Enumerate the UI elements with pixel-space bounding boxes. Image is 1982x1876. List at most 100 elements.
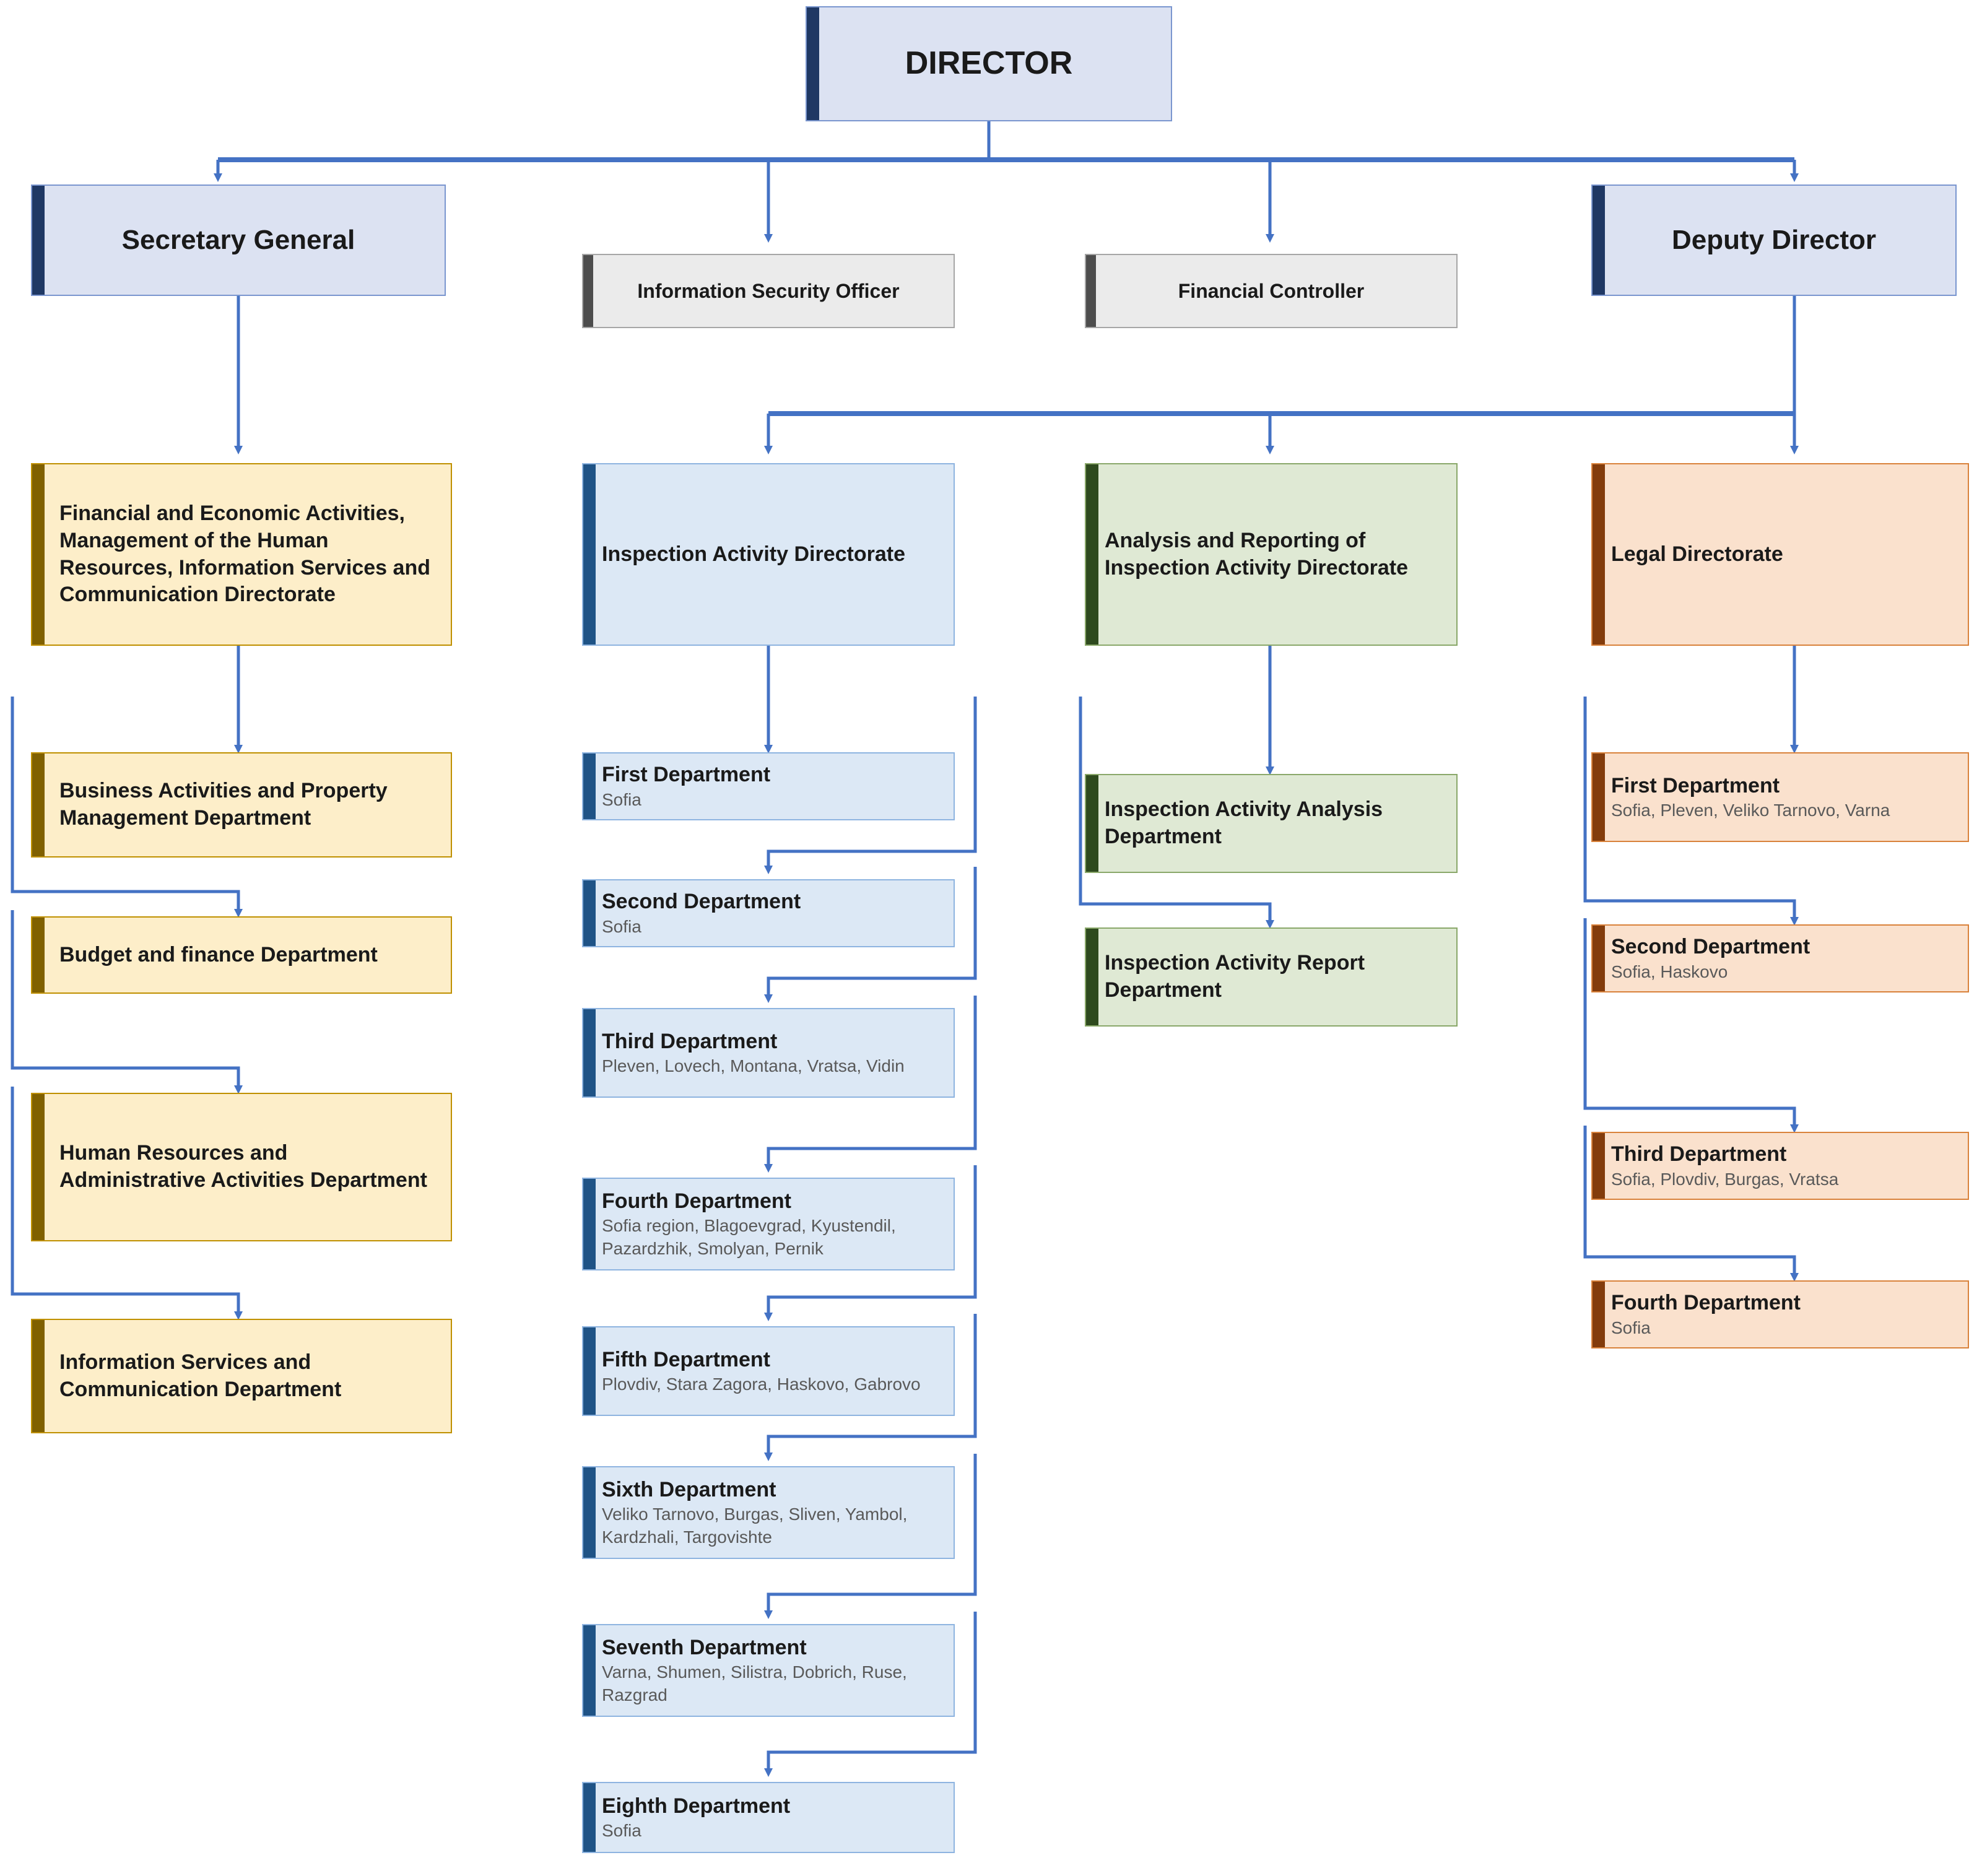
accent-bar-information-security-officer: [583, 255, 593, 327]
accent-bar-blue-dept-3: [583, 1009, 596, 1097]
blue-dept-7-cities: Varna, Shumen, Silistra, Dobrich, Ruse, …: [602, 1662, 907, 1704]
blue-dept-7-label: Seventh Department: [602, 1635, 807, 1659]
blue-dept-6-label: Sixth Department: [602, 1477, 776, 1501]
node-blue-dept-2[interactable]: Second Department Sofia: [582, 879, 955, 947]
orange-dept-2-cities: Sofia, Haskovo: [1611, 962, 1728, 981]
node-yellow-dept-1[interactable]: Business Activities and Property Managem…: [31, 752, 452, 858]
accent-bar-blue-directorate: [583, 464, 596, 645]
orange-dept-4-text: Fourth Department Sofia: [1611, 1290, 1801, 1339]
blue-dept-1-label: First Department: [602, 763, 771, 787]
node-orange-dept-4[interactable]: Fourth Department Sofia: [1591, 1280, 1969, 1348]
node-orange-dept-1[interactable]: First Department Sofia, Pleven, Veliko T…: [1591, 752, 1969, 842]
orange-dept-3-cities: Sofia, Plovdiv, Burgas, Vratsa: [1611, 1169, 1839, 1189]
director-label: DIRECTOR: [905, 45, 1073, 82]
green-dept-2-label: Inspection Activity Report Department: [1105, 951, 1365, 1002]
node-orange-directorate[interactable]: Legal Directorate: [1591, 463, 1969, 646]
orange-directorate-label: Legal Directorate: [1611, 542, 1783, 566]
accent-bar-blue-dept-1: [583, 753, 596, 819]
blue-dept-8-cities: Sofia: [602, 1821, 641, 1841]
blue-dept-8-text: Eighth Department Sofia: [602, 1793, 790, 1843]
blue-dept-1-cities: Sofia: [602, 789, 641, 809]
node-blue-dept-6[interactable]: Sixth Department Veliko Tarnovo, Burgas,…: [582, 1466, 955, 1559]
accent-bar-blue-dept-6: [583, 1467, 596, 1558]
deputy-director-label: Deputy Director: [1671, 225, 1877, 255]
blue-dept-5-label: Fifth Department: [602, 1347, 770, 1371]
blue-dept-2-cities: Sofia: [602, 916, 641, 936]
accent-bar-yellow-dept-3: [32, 1094, 45, 1240]
accent-bar-blue-dept-8: [583, 1783, 596, 1852]
yellow-dept-4-label: Information Services and Communication D…: [59, 1350, 342, 1401]
node-blue-dept-4[interactable]: Fourth Department Sofia region, Blagoevg…: [582, 1178, 955, 1270]
accent-bar-orange-directorate: [1593, 464, 1605, 645]
node-blue-directorate[interactable]: Inspection Activity Directorate: [582, 463, 955, 646]
blue-dept-4-text: Fourth Department Sofia region, Blagoevg…: [602, 1188, 940, 1260]
node-information-security-officer[interactable]: Information Security Officer: [582, 254, 955, 328]
accent-bar-director: [807, 7, 819, 120]
accent-bar-yellow-dept-4: [32, 1320, 45, 1432]
blue-dept-3-cities: Pleven, Lovech, Montana, Vratsa, Vidin: [602, 1056, 905, 1076]
node-blue-dept-1[interactable]: First Department Sofia: [582, 752, 955, 820]
accent-bar-orange-dept-4: [1593, 1282, 1605, 1347]
blue-dept-6-cities: Veliko Tarnovo, Burgas, Sliven, Yambol, …: [602, 1505, 908, 1547]
node-blue-dept-3[interactable]: Third Department Pleven, Lovech, Montana…: [582, 1008, 955, 1098]
node-orange-dept-2[interactable]: Second Department Sofia, Haskovo: [1591, 924, 1969, 992]
yellow-dept-1-label: Business Activities and Property Managem…: [59, 779, 388, 830]
green-dept-1-label: Inspection Activity Analysis Department: [1105, 797, 1383, 848]
node-blue-dept-8[interactable]: Eighth Department Sofia: [582, 1782, 955, 1853]
node-blue-dept-5[interactable]: Fifth Department Plovdiv, Stara Zagora, …: [582, 1326, 955, 1416]
blue-dept-5-cities: Plovdiv, Stara Zagora, Haskovo, Gabrovo: [602, 1374, 921, 1394]
accent-bar-green-directorate: [1086, 464, 1098, 645]
orange-dept-4-label: Fourth Department: [1611, 1291, 1801, 1315]
yellow-dept-2-label: Budget and finance Department: [59, 942, 378, 966]
accent-bar-orange-dept-1: [1593, 753, 1605, 841]
node-yellow-dept-4[interactable]: Information Services and Communication D…: [31, 1319, 452, 1433]
yellow-dept-3-label: Human Resources and Administrative Activ…: [59, 1141, 427, 1192]
accent-bar-yellow-dept-2: [32, 918, 45, 992]
node-financial-controller[interactable]: Financial Controller: [1085, 254, 1458, 328]
node-green-dept-2[interactable]: Inspection Activity Report Department: [1085, 927, 1458, 1027]
accent-bar-yellow-directorate: [32, 464, 45, 645]
secretary-general-label: Secretary General: [121, 224, 355, 255]
node-orange-dept-3[interactable]: Third Department Sofia, Plovdiv, Burgas,…: [1591, 1132, 1969, 1200]
node-director[interactable]: DIRECTOR: [806, 6, 1172, 121]
node-yellow-directorate[interactable]: Financial and Economic Activities, Manag…: [31, 463, 452, 646]
blue-dept-5-text: Fifth Department Plovdiv, Stara Zagora, …: [602, 1347, 921, 1396]
node-green-dept-1[interactable]: Inspection Activity Analysis Department: [1085, 774, 1458, 873]
accent-bar-orange-dept-2: [1593, 926, 1605, 991]
orange-dept-2-text: Second Department Sofia, Haskovo: [1611, 934, 1810, 983]
accent-bar-financial-controller: [1086, 255, 1096, 327]
blue-dept-3-label: Third Department: [602, 1029, 778, 1053]
information-security-officer-label: Information Security Officer: [637, 279, 900, 302]
blue-dept-6-text: Sixth Department Veliko Tarnovo, Burgas,…: [602, 1477, 940, 1548]
blue-dept-3-text: Third Department Pleven, Lovech, Montana…: [602, 1028, 905, 1078]
financial-controller-label: Financial Controller: [1178, 279, 1365, 302]
node-green-directorate[interactable]: Analysis and Reporting of Inspection Act…: [1085, 463, 1458, 646]
accent-bar-blue-dept-4: [583, 1179, 596, 1269]
blue-dept-2-label: Second Department: [602, 890, 801, 914]
accent-bar-blue-dept-7: [583, 1625, 596, 1716]
orange-dept-2-label: Second Department: [1611, 935, 1810, 959]
blue-dept-1-text: First Department Sofia: [602, 762, 770, 811]
blue-dept-4-cities: Sofia region, Blagoevgrad, Kyustendil, P…: [602, 1216, 896, 1258]
yellow-directorate-label: Financial and Economic Activities, Manag…: [59, 502, 430, 607]
node-yellow-dept-2[interactable]: Budget and finance Department: [31, 916, 452, 994]
accent-bar-secretary-general: [32, 186, 45, 295]
orange-dept-1-label: First Department: [1611, 773, 1780, 797]
node-blue-dept-7[interactable]: Seventh Department Varna, Shumen, Silist…: [582, 1624, 955, 1717]
blue-dept-4-label: Fourth Department: [602, 1189, 791, 1213]
accent-bar-green-dept-2: [1086, 929, 1098, 1025]
accent-bar-blue-dept-5: [583, 1327, 596, 1415]
blue-dept-7-text: Seventh Department Varna, Shumen, Silist…: [602, 1635, 940, 1706]
node-yellow-dept-3[interactable]: Human Resources and Administrative Activ…: [31, 1093, 452, 1241]
orange-dept-4-cities: Sofia: [1611, 1318, 1651, 1337]
blue-dept-8-label: Eighth Department: [602, 1794, 791, 1818]
node-deputy-director[interactable]: Deputy Director: [1591, 185, 1957, 296]
node-secretary-general[interactable]: Secretary General: [31, 185, 446, 296]
orange-dept-1-text: First Department Sofia, Pleven, Veliko T…: [1611, 773, 1890, 822]
orange-dept-3-label: Third Department: [1611, 1142, 1787, 1166]
accent-bar-yellow-dept-1: [32, 753, 45, 856]
accent-bar-deputy-director: [1593, 186, 1605, 295]
green-directorate-label: Analysis and Reporting of Inspection Act…: [1105, 528, 1408, 580]
blue-directorate-label: Inspection Activity Directorate: [602, 542, 905, 566]
